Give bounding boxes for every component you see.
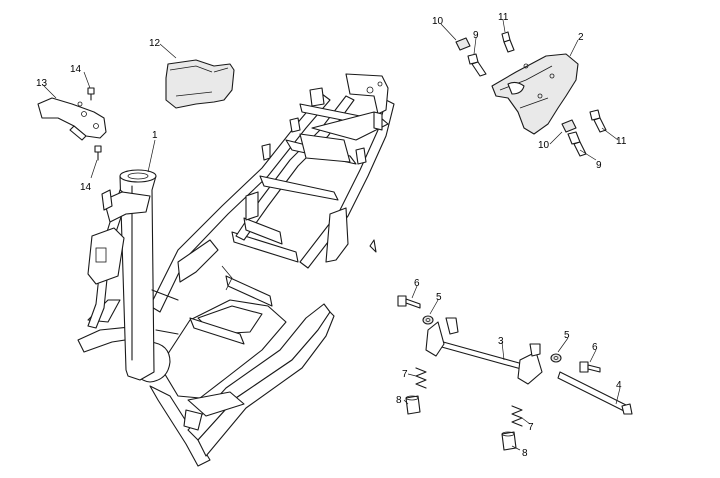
leader-lines xyxy=(43,19,621,451)
bolt-part-11-top xyxy=(501,31,515,53)
callout-1: 1 xyxy=(152,130,158,141)
bracket-part-13 xyxy=(37,97,107,141)
callout-11-bottom: 11 xyxy=(616,136,627,147)
callout-10-top: 10 xyxy=(432,16,444,27)
callout-4: 4 xyxy=(616,380,622,391)
callout-12: 12 xyxy=(149,38,161,49)
callout-6-right: 6 xyxy=(592,342,598,353)
callout-14-top: 14 xyxy=(70,64,82,75)
callout-13: 13 xyxy=(36,78,48,89)
axle-part-4 xyxy=(557,371,633,415)
cover-part-12 xyxy=(165,59,235,109)
shaft-part-3 xyxy=(425,317,543,385)
callout-5-right: 5 xyxy=(564,330,570,341)
rear-bracket-part-2 xyxy=(491,53,579,135)
washer-part-5-left xyxy=(422,315,434,325)
callout-7-left: 7 xyxy=(402,369,408,380)
washer-part-5-right xyxy=(550,353,562,363)
callout-8-left: 8 xyxy=(396,395,402,406)
callout-6-left: 6 xyxy=(414,278,420,289)
bolt-part-6-left xyxy=(397,295,421,309)
main-frame xyxy=(77,73,395,467)
callout-2: 2 xyxy=(578,32,584,43)
bolt-part-11-bottom xyxy=(589,109,607,133)
callout-3: 3 xyxy=(498,336,504,347)
callout-9-top: 9 xyxy=(473,30,479,41)
spring-part-7-right xyxy=(511,405,523,427)
callout-11-top: 11 xyxy=(498,12,509,23)
bushing-part-10-bottom xyxy=(561,119,577,133)
callout-9-bottom: 9 xyxy=(596,160,602,171)
bolt-part-6-right xyxy=(579,361,601,373)
callout-8-right: 8 xyxy=(522,448,528,459)
bolt-part-9-top xyxy=(467,53,487,77)
bolt-part-14-top xyxy=(87,87,95,101)
bushing-part-10-top xyxy=(455,37,471,51)
cap-part-8-left xyxy=(405,395,421,415)
callout-7-right: 7 xyxy=(528,422,534,433)
bolt-part-14-bottom xyxy=(94,145,102,161)
callout-10-bottom: 10 xyxy=(538,140,550,151)
spring-part-7-left xyxy=(415,367,427,389)
callout-5-left: 5 xyxy=(436,292,442,303)
bolt-part-9-bottom xyxy=(567,131,587,157)
callout-14-bottom: 14 xyxy=(80,182,92,193)
